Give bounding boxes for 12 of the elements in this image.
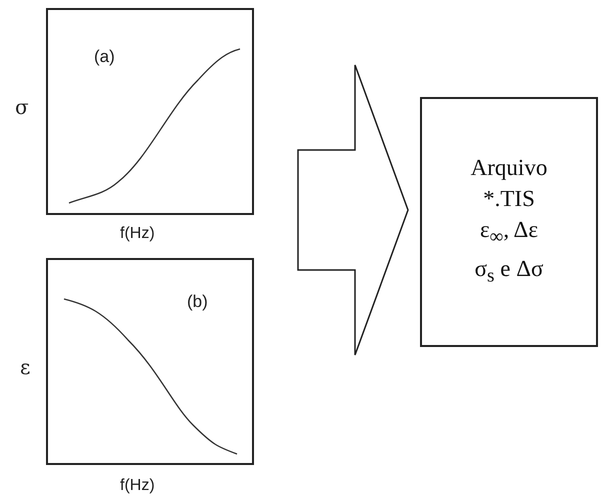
axis-label: f(Hz) (120, 476, 155, 496)
axis-label: σ (15, 97, 29, 117)
panel-label: (a) (94, 47, 115, 67)
result-box (420, 97, 598, 347)
panel-label: (b) (187, 292, 208, 312)
plot-panel (46, 258, 254, 465)
parameter-text: σ$_{s}$ e Δσ (474, 255, 544, 289)
axis-label: f(Hz) (120, 224, 155, 244)
axis-label: ε (20, 357, 30, 377)
parameter-text: ε$_{∞}$, Δε (480, 216, 538, 250)
block-arrow (297, 64, 409, 356)
plot-panel (46, 8, 254, 215)
